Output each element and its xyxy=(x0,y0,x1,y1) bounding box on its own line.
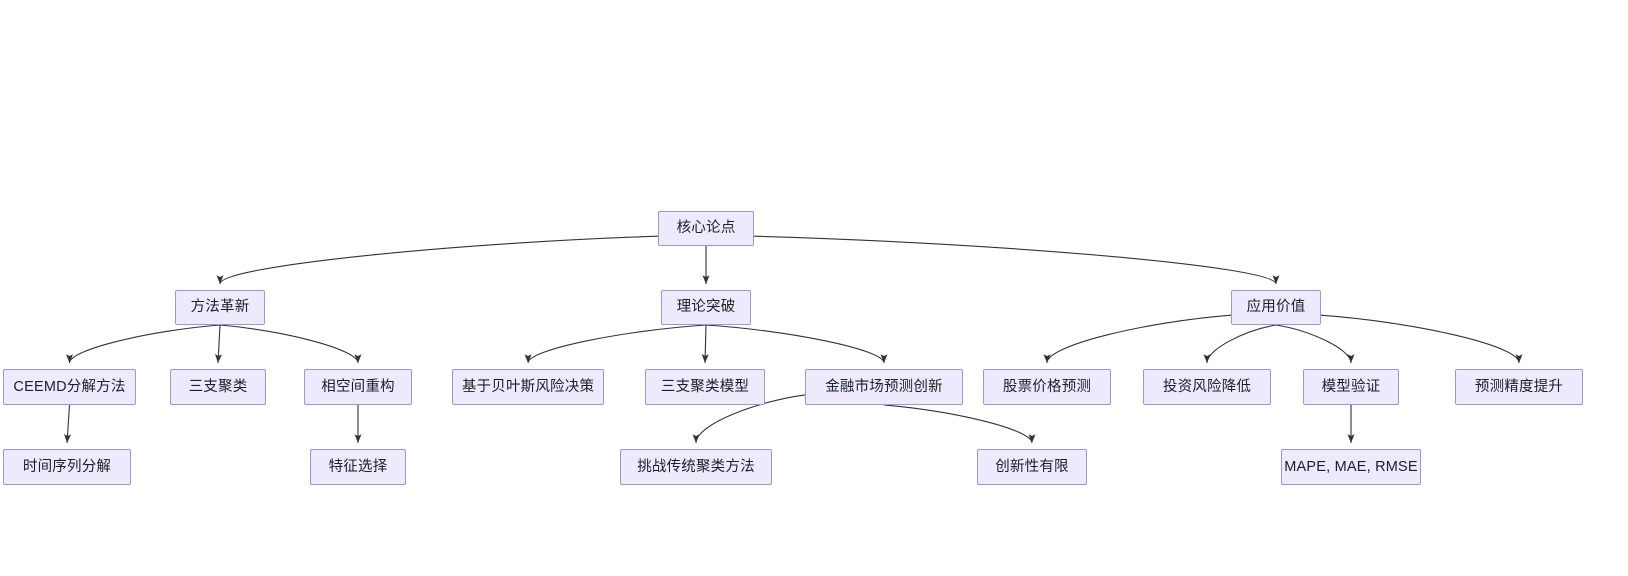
flow-edge-method-to-phase xyxy=(219,324,362,364)
flow-edge-theory-to-tmodel xyxy=(701,324,709,364)
flow-node-label: 挑战传统聚类方法 xyxy=(637,458,755,475)
flow-node-chall[interactable]: 挑战传统聚类方法 xyxy=(620,449,772,485)
flow-edge-core-to-method xyxy=(216,235,659,285)
flow-node-apply[interactable]: 应用价值 xyxy=(1231,290,1321,325)
flow-node-label: 投资风险降低 xyxy=(1162,378,1252,395)
flow-node-stock[interactable]: 股票价格预测 xyxy=(983,369,1111,405)
flow-edge-apply-to-risk xyxy=(1203,324,1277,364)
flow-node-label: CEEMD分解方法 xyxy=(13,378,126,395)
flow-node-risk[interactable]: 投资风险降低 xyxy=(1143,369,1271,405)
flow-edge-ceemd-to-tsd xyxy=(64,404,72,444)
flow-node-label: 相空间重构 xyxy=(321,378,395,395)
flow-edge-apply-to-accur xyxy=(1320,314,1523,364)
flow-node-finnov[interactable]: 金融市场预测创新 xyxy=(805,369,963,405)
flow-node-tmodel[interactable]: 三支聚类模型 xyxy=(645,369,765,405)
flow-node-label: 模型验证 xyxy=(1321,378,1381,395)
flow-node-label: MAPE, MAE, RMSE xyxy=(1284,458,1418,475)
flow-node-tsd[interactable]: 时间序列分解 xyxy=(3,449,131,485)
flow-edge-method-to-ceemd xyxy=(66,324,221,364)
flow-node-bayes[interactable]: 基于贝叶斯风险决策 xyxy=(452,369,604,405)
flow-edge-theory-to-bayes xyxy=(524,324,707,364)
flow-node-label: 应用价值 xyxy=(1246,299,1306,316)
flow-node-label: 金融市场预测创新 xyxy=(825,378,943,395)
flow-node-ceemd[interactable]: CEEMD分解方法 xyxy=(3,369,136,405)
flow-node-fsel[interactable]: 特征选择 xyxy=(310,449,406,485)
flow-edge-core-to-apply xyxy=(753,235,1280,285)
flow-node-three[interactable]: 三支聚类 xyxy=(170,369,266,405)
flow-node-limit[interactable]: 创新性有限 xyxy=(977,449,1087,485)
flow-node-core[interactable]: 核心论点 xyxy=(658,211,754,246)
flow-node-method[interactable]: 方法革新 xyxy=(175,290,265,325)
flow-node-label: 基于贝叶斯风险决策 xyxy=(461,378,595,395)
flow-node-label: 时间序列分解 xyxy=(22,458,112,475)
flow-node-label: 预测精度提升 xyxy=(1474,378,1564,395)
flow-edge-apply-to-valid xyxy=(1275,324,1355,364)
flow-node-accur[interactable]: 预测精度提升 xyxy=(1455,369,1583,405)
flow-node-label: 三支聚类 xyxy=(188,378,248,395)
flow-edge-apply-to-stock xyxy=(1043,314,1232,364)
flow-node-label: 创新性有限 xyxy=(995,458,1069,475)
flow-node-theory[interactable]: 理论突破 xyxy=(661,290,751,325)
flow-edge-theory-to-finnov xyxy=(705,324,888,364)
flow-node-label: 核心论点 xyxy=(676,220,736,237)
flow-node-label: 特征选择 xyxy=(328,458,388,475)
flow-node-label: 理论突破 xyxy=(676,299,736,316)
flow-edge-finnov-to-limit xyxy=(883,404,1036,444)
flow-node-valid[interactable]: 模型验证 xyxy=(1303,369,1399,405)
flow-node-phase[interactable]: 相空间重构 xyxy=(304,369,412,405)
flow-edge-method-to-three xyxy=(214,324,222,364)
flow-node-label: 方法革新 xyxy=(190,299,250,316)
flow-node-label: 三支聚类模型 xyxy=(660,378,750,395)
flow-node-label: 股票价格预测 xyxy=(1002,378,1092,395)
flow-node-metrics[interactable]: MAPE, MAE, RMSE xyxy=(1281,449,1421,485)
